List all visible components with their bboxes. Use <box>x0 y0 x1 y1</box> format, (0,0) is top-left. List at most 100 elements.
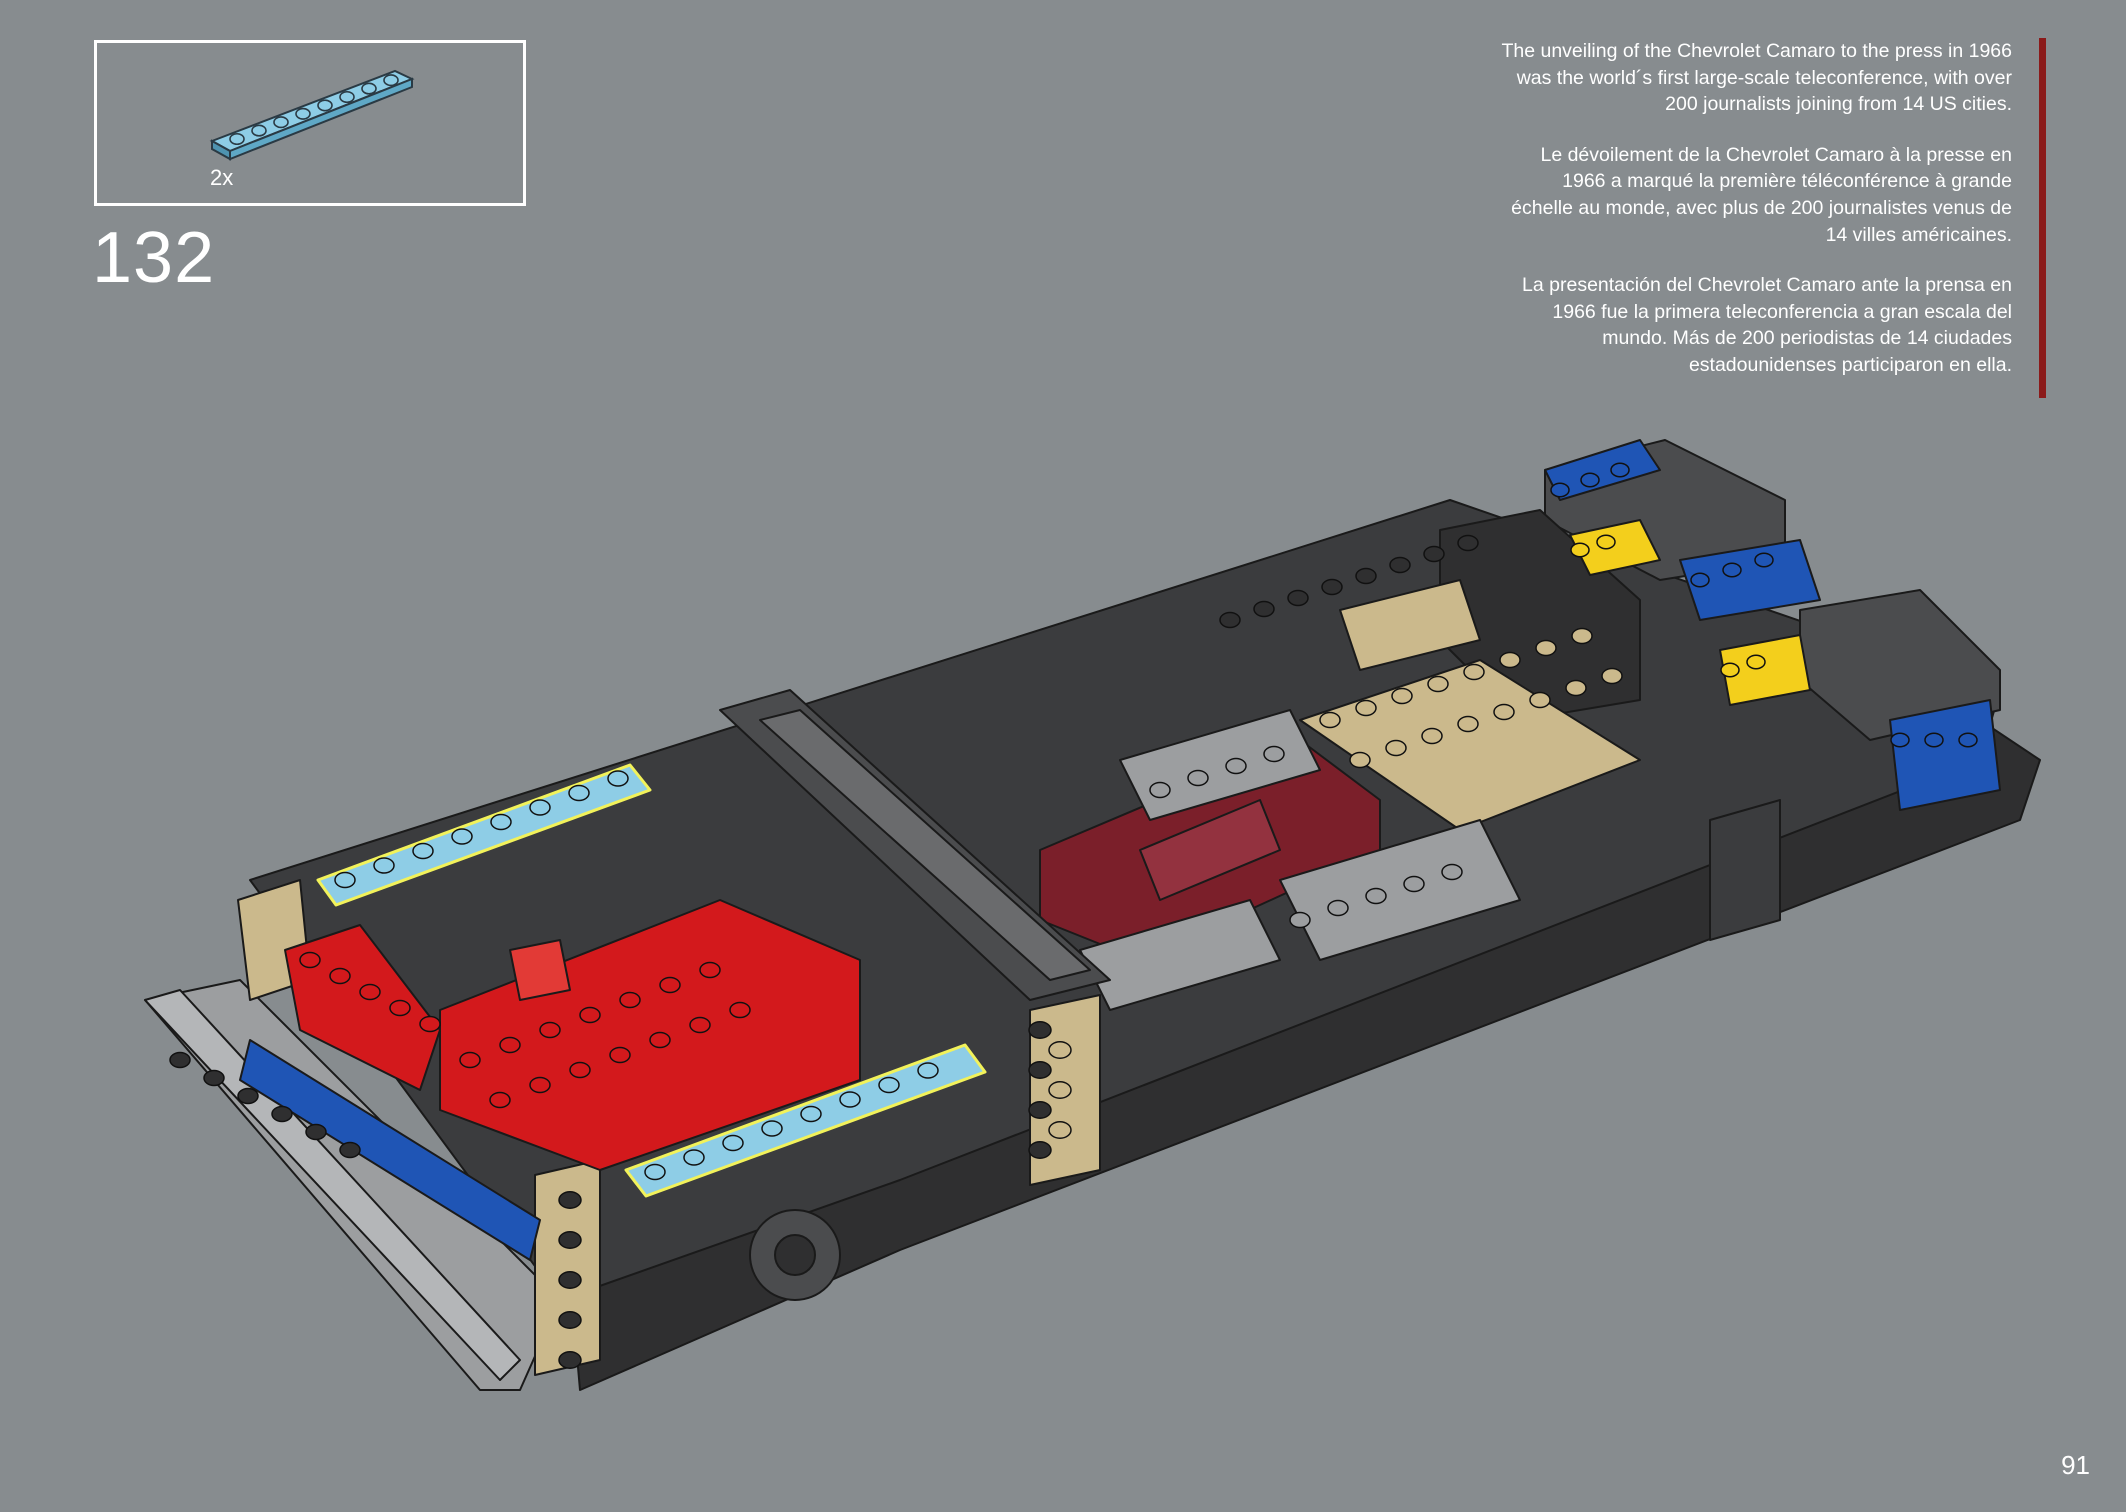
stud <box>800 1105 822 1123</box>
stud <box>529 1076 551 1094</box>
stud <box>1263 745 1285 763</box>
stud <box>659 976 681 994</box>
stud <box>1048 1081 1072 1099</box>
fact-paragraph-es: La presentación del Chevrolet Camaro ant… <box>1522 274 2012 376</box>
stud <box>558 1231 582 1249</box>
stud <box>558 1311 582 1329</box>
stud <box>761 1120 783 1137</box>
stud <box>689 1016 711 1034</box>
stud <box>412 842 434 860</box>
stud <box>489 1091 511 1109</box>
stud <box>579 1006 601 1024</box>
fact-text-block: The unveiling of the Chevrolet Camaro to… <box>1500 38 2012 403</box>
stud <box>1289 911 1311 929</box>
light-blue-plate-1x8-icon <box>209 69 415 161</box>
stud <box>1287 589 1309 607</box>
parts-callout: 2x <box>94 40 526 206</box>
fact-paragraph-en: The unveiling of the Chevrolet Camaro to… <box>1501 40 2012 116</box>
stud <box>878 1076 900 1094</box>
front-blue-strip <box>239 1039 541 1261</box>
stud <box>1048 1041 1072 1059</box>
stud <box>839 1091 861 1108</box>
stud <box>1219 611 1241 629</box>
stud <box>273 116 289 129</box>
stud <box>1535 639 1557 657</box>
stud <box>1550 482 1570 498</box>
stud <box>1321 578 1343 596</box>
stud <box>1389 556 1411 574</box>
stud <box>459 1051 481 1069</box>
stud <box>607 770 629 787</box>
stud <box>683 1149 705 1166</box>
stud <box>339 1141 361 1159</box>
stud <box>1441 863 1463 881</box>
stud <box>169 1051 191 1069</box>
stud <box>1048 1121 1072 1139</box>
step-number: 132 <box>92 218 216 298</box>
stud <box>1225 757 1247 775</box>
stud <box>1028 1101 1052 1119</box>
stud <box>568 784 590 802</box>
stud <box>271 1105 293 1123</box>
tan-deck-plates <box>1299 659 1641 831</box>
stud <box>237 1087 259 1105</box>
stud <box>1690 572 1710 588</box>
stud <box>649 1031 671 1049</box>
front-red-bracket <box>284 924 441 1091</box>
stud <box>917 1062 939 1079</box>
stud <box>1754 552 1774 568</box>
stud <box>1580 472 1600 488</box>
stud <box>699 961 721 979</box>
stud <box>1596 534 1616 550</box>
stud <box>1457 715 1479 733</box>
part-quantity: 2x <box>210 165 234 190</box>
stud <box>1565 679 1587 697</box>
stud <box>334 871 356 889</box>
stud <box>1457 534 1479 552</box>
stud <box>1601 667 1623 685</box>
stud <box>361 82 377 95</box>
stud <box>1355 567 1377 585</box>
stud <box>1028 1061 1052 1079</box>
fact-paragraph-fr: Le dévoilement de la Chevrolet Camaro à … <box>1511 143 2012 246</box>
stud <box>1722 562 1742 578</box>
stud <box>1028 1021 1052 1039</box>
stud <box>1385 739 1407 757</box>
page-number: 91 <box>2061 1450 2090 1480</box>
stud <box>1499 651 1521 669</box>
stud <box>1253 600 1275 618</box>
stud <box>1421 727 1443 745</box>
stud <box>203 1069 225 1087</box>
stud <box>1365 887 1387 905</box>
stud <box>1570 542 1590 558</box>
stud <box>1610 462 1630 478</box>
new-light-blue-plate-upper <box>316 763 652 907</box>
stud <box>1391 687 1413 705</box>
stud <box>299 951 321 969</box>
stud <box>1149 781 1171 799</box>
stud <box>317 99 333 112</box>
stud <box>359 983 381 1001</box>
stud <box>609 1046 631 1064</box>
stud <box>1746 654 1766 670</box>
stud <box>1403 875 1425 893</box>
stud <box>619 991 641 1009</box>
red-engine-block <box>439 899 861 1171</box>
stud <box>569 1061 591 1079</box>
stud <box>251 124 267 137</box>
stud <box>1529 691 1551 709</box>
stud <box>529 799 551 816</box>
stud <box>1355 699 1377 717</box>
stud <box>1463 663 1485 681</box>
stud <box>1327 899 1349 917</box>
blue-brick-corner <box>1889 699 2001 811</box>
stud <box>451 828 473 845</box>
stud <box>339 90 355 104</box>
stud <box>558 1351 582 1369</box>
stud <box>1720 662 1740 678</box>
stud <box>389 999 411 1017</box>
stud <box>1349 751 1371 769</box>
stud <box>419 1015 441 1033</box>
stud <box>1924 732 1944 748</box>
